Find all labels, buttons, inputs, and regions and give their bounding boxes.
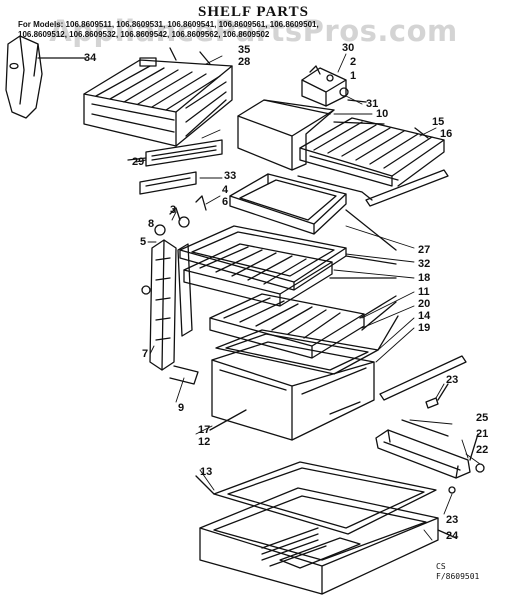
callout-31: 31 xyxy=(366,98,379,110)
callout-28: 28 xyxy=(238,56,251,68)
callout-11: 11 xyxy=(418,286,430,298)
part-15-wire-shelf xyxy=(297,117,445,201)
callout-22: 22 xyxy=(476,444,489,456)
part-13-pan-frame xyxy=(195,461,437,535)
callout-4: 4 xyxy=(222,184,229,196)
footer-part-number: F/8609501 xyxy=(436,572,480,581)
part-30-control-bracket xyxy=(301,65,367,107)
part-23-screw-a xyxy=(425,383,449,409)
leader-lines xyxy=(55,53,481,541)
callout-34: 34 xyxy=(84,52,97,64)
callout-7: 7 xyxy=(142,348,149,360)
part-24-pan xyxy=(199,487,457,595)
part-29-panel xyxy=(127,139,223,167)
callout-12: 12 xyxy=(198,436,211,448)
callout-13: 13 xyxy=(200,466,213,478)
part-33-trim xyxy=(139,171,197,195)
part-16-rod xyxy=(365,169,449,207)
callout-5: 5 xyxy=(140,236,147,248)
part-10-trough xyxy=(237,99,385,171)
callout-21: 21 xyxy=(476,428,489,440)
model-list-line-2: 106.8609512, 106.8609532, 106.8609542, 1… xyxy=(18,30,270,39)
part-27-shelf-frame xyxy=(229,173,397,251)
part-28-crisper-basket xyxy=(83,47,233,147)
callout-27: 27 xyxy=(418,244,431,256)
part-18-shelf xyxy=(183,243,397,307)
callout-23-upper: 23 xyxy=(446,374,459,386)
callout-33: 33 xyxy=(224,170,237,182)
callout-6: 6 xyxy=(222,196,229,208)
part-19-rod xyxy=(379,355,467,401)
callout-14: 14 xyxy=(418,310,431,322)
callout-32: 32 xyxy=(418,258,431,270)
callout-3: 3 xyxy=(170,204,177,216)
callout-16: 16 xyxy=(440,128,453,140)
callout-1: 1 xyxy=(350,70,357,82)
callout-30: 30 xyxy=(342,42,355,54)
page-title: SHELF PARTS xyxy=(198,4,309,20)
callout-9: 9 xyxy=(178,402,185,414)
callout-8: 8 xyxy=(148,218,155,230)
model-list-line-1: For Models: 106.8609511, 106.8609531, 10… xyxy=(18,20,319,29)
callout-17: 17 xyxy=(198,424,211,436)
part-7-rail xyxy=(141,239,199,385)
footer-code: CS xyxy=(436,562,446,571)
part-21-slide-rail xyxy=(375,419,485,494)
callout-23-lower: 23 xyxy=(446,514,459,526)
callout-10: 10 xyxy=(376,108,389,120)
part-34-bracket xyxy=(5,35,87,119)
callout-19: 19 xyxy=(418,322,431,334)
part-12-drawer xyxy=(209,341,375,441)
callout-20: 20 xyxy=(418,298,431,310)
callout-2: 2 xyxy=(350,56,357,68)
callout-24: 24 xyxy=(446,530,459,542)
part-3-clip xyxy=(154,195,207,236)
callout-25: 25 xyxy=(476,412,489,424)
callout-29: 29 xyxy=(132,156,145,168)
callout-18: 18 xyxy=(418,272,431,284)
model-list: For Models: 106.8609511, 106.8609531, 10… xyxy=(18,20,498,40)
callout-15: 15 xyxy=(432,116,445,128)
callout-35: 35 xyxy=(238,44,251,56)
